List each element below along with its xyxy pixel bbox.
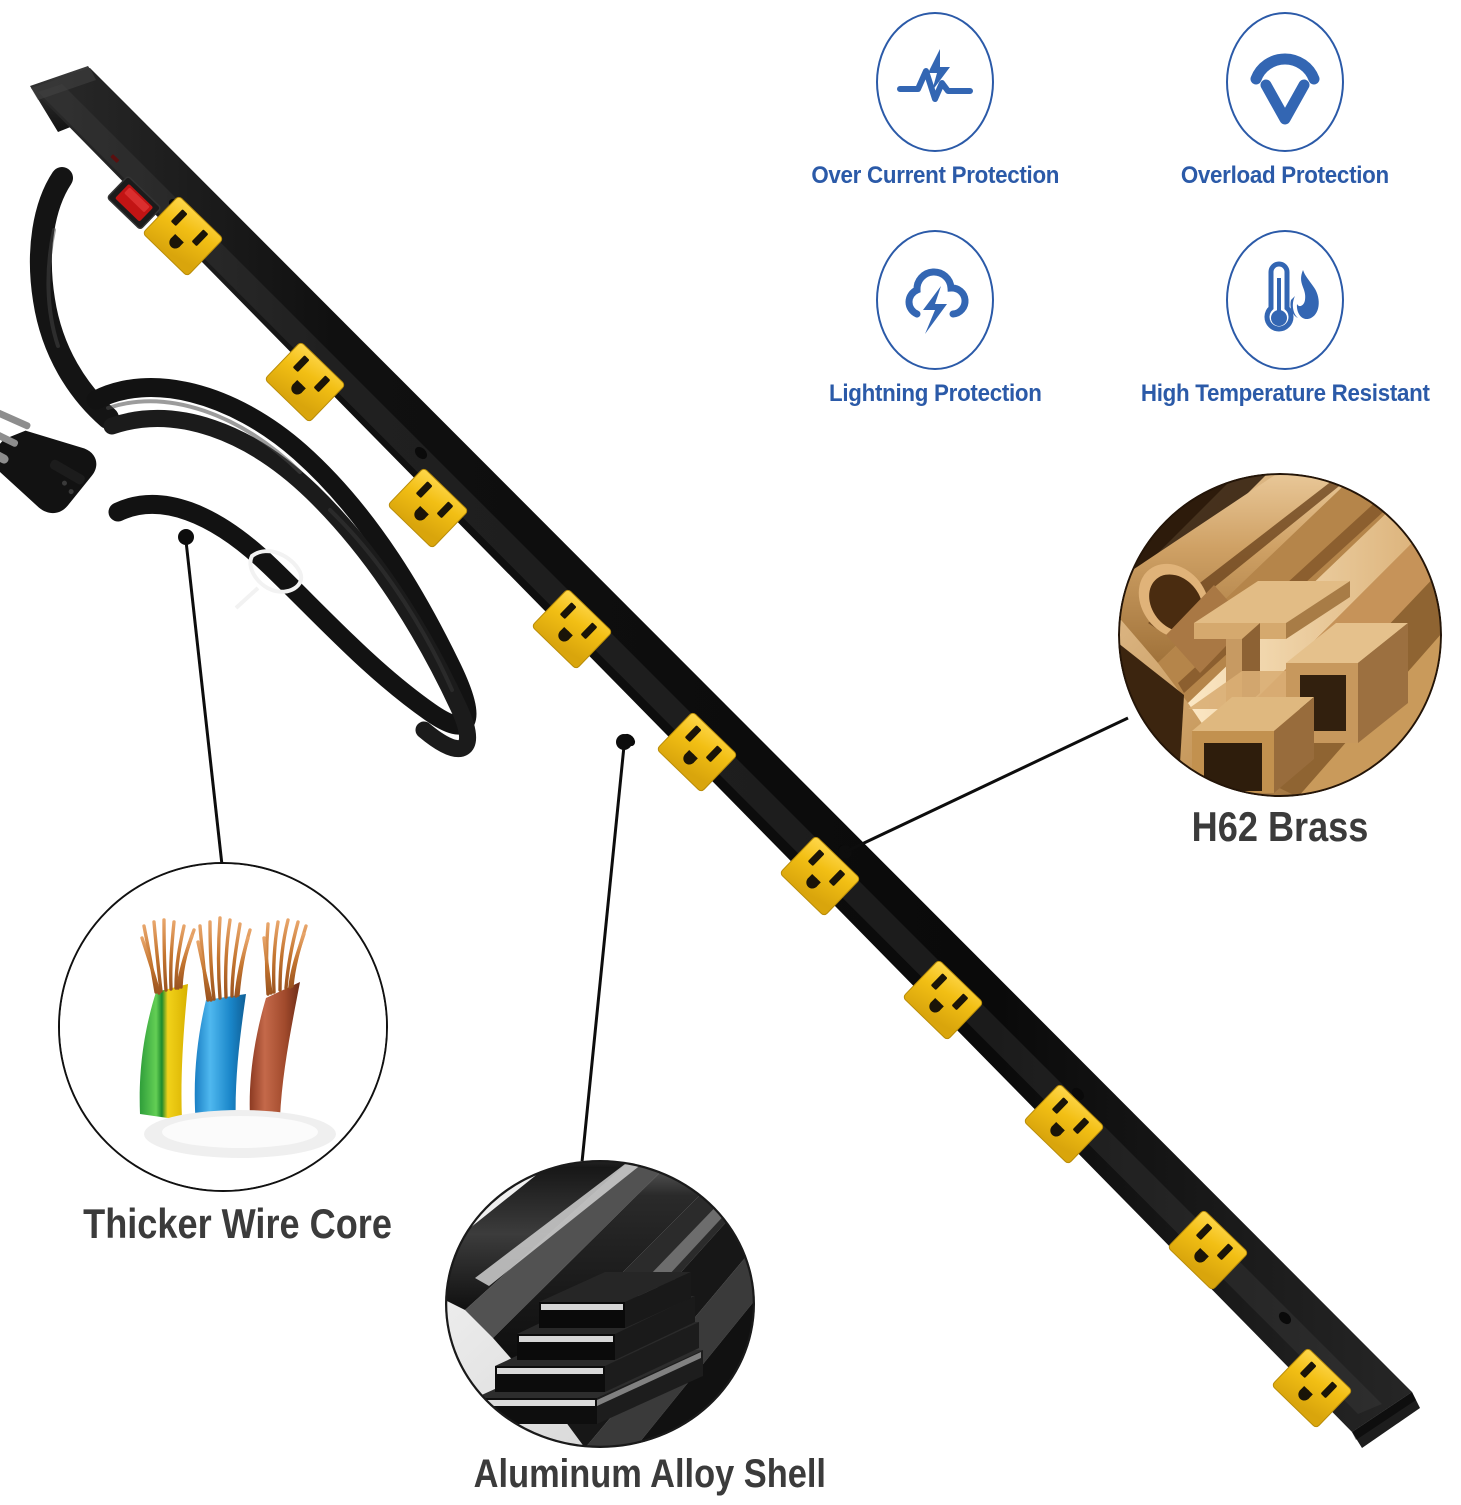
callout-thicker-wire-core: Thicker Wire Core xyxy=(58,862,417,1248)
wire-core-photo-circle xyxy=(58,862,388,1192)
feature-overload-protection: Overload Protection xyxy=(1110,0,1460,215)
callout-label: H62 Brass xyxy=(1191,803,1369,850)
icon-ring xyxy=(1226,230,1344,370)
switch-indicator-marks xyxy=(110,154,120,163)
feature-label: High Temperature Resistant xyxy=(1140,380,1430,407)
outlet[interactable] xyxy=(1168,1210,1249,1290)
black-aluminum-tubes-photo xyxy=(445,1160,755,1448)
wire-blue xyxy=(194,916,252,1130)
power-plug xyxy=(0,406,97,514)
outlet[interactable] xyxy=(532,589,613,669)
outlet[interactable] xyxy=(388,468,469,548)
icon-ring xyxy=(876,230,994,370)
icon-ring xyxy=(876,12,994,152)
wire-brown xyxy=(249,918,308,1118)
outlet[interactable] xyxy=(657,712,738,792)
outlet[interactable] xyxy=(780,836,861,916)
callout-label: Thicker Wire Core xyxy=(83,1200,392,1247)
icon-ring-wrapper xyxy=(870,8,1000,156)
outlet[interactable] xyxy=(143,196,224,276)
brass-square-tube-left xyxy=(1192,697,1314,793)
callout-label: Aluminum Alloy Shell xyxy=(473,1452,826,1496)
aluminum-photo-circle xyxy=(445,1160,755,1448)
copper-wires-photo xyxy=(60,864,386,1190)
power-cord xyxy=(29,167,477,758)
cable-tie xyxy=(234,549,304,610)
feature-icons-grid: Over Current Protection Overload Protect… xyxy=(760,0,1460,430)
icon-ring-wrapper xyxy=(1220,226,1350,374)
brass-profiles-photo xyxy=(1118,473,1442,797)
waveform-bolt-icon xyxy=(897,49,973,102)
cloud-bolt-icon xyxy=(905,268,969,334)
callout-h62-brass: H62 Brass xyxy=(1118,473,1442,851)
feature-lightning-protection: Lightning Protection xyxy=(760,218,1110,433)
wire-green-yellow xyxy=(139,918,196,1120)
feature-over-current-protection: Over Current Protection xyxy=(760,0,1110,215)
outlet[interactable] xyxy=(903,960,984,1040)
feature-label: Over Current Protection xyxy=(811,162,1059,189)
outlet[interactable] xyxy=(1024,1084,1105,1164)
brass-round-tube xyxy=(1138,563,1248,673)
feature-label: Lightning Protection xyxy=(828,380,1042,407)
brass-photo-circle xyxy=(1118,473,1442,797)
parachute-v-icon xyxy=(1250,53,1320,125)
rocker-switch[interactable] xyxy=(107,176,161,230)
feature-label: Overload Protection xyxy=(1180,162,1390,189)
outlet-group xyxy=(143,196,1353,1428)
callout-aluminum-alloy-shell: Aluminum Alloy Shell xyxy=(445,1160,855,1497)
icon-ring-wrapper xyxy=(1220,8,1350,156)
thermometer-flame-icon xyxy=(1264,261,1319,332)
feature-high-temperature-resistant: High Temperature Resistant xyxy=(1110,218,1460,433)
outlet[interactable] xyxy=(1272,1348,1353,1428)
icon-ring xyxy=(1226,12,1344,152)
icon-ring-wrapper xyxy=(870,226,1000,374)
outlet[interactable] xyxy=(265,342,346,422)
